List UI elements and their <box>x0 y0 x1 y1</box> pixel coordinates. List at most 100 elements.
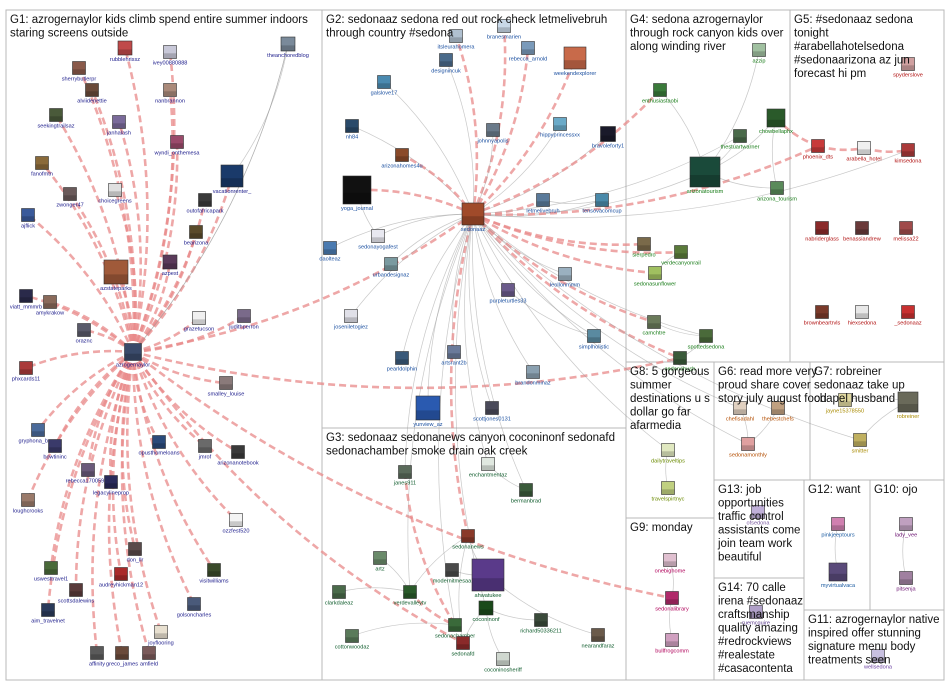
node-spottedsedona[interactable]: spottedsedona <box>688 329 726 351</box>
node-avatar-vacationrenter_[interactable] <box>220 164 244 188</box>
node-purpleturtles33[interactable]: purpleturtles33 <box>489 283 527 305</box>
node-avatar-ajflick[interactable] <box>21 208 35 222</box>
node-joseniletogiez[interactable]: joseniletogiez <box>333 309 368 331</box>
node-avatar-chefisadahl[interactable] <box>733 401 747 415</box>
node-avatar-bearizona[interactable] <box>189 225 203 239</box>
node-avatar-scottsdalewins[interactable] <box>69 583 83 597</box>
node-kimsedona[interactable]: kimsedona <box>894 143 922 165</box>
node-avatar-ozzfest520[interactable] <box>229 513 243 527</box>
node-avatar-tensovacomcup[interactable] <box>595 193 609 207</box>
node-avatar-fanofmtn[interactable] <box>35 156 49 170</box>
node-avatar-rubblehrissz[interactable] <box>117 40 133 56</box>
node-avatar-hippyprincessxx[interactable] <box>553 117 567 131</box>
node-avatar-ahwatukee[interactable] <box>471 558 505 592</box>
node-avatar-janhalash[interactable] <box>112 115 126 129</box>
node-avatar-thestuartwarner[interactable] <box>733 129 747 143</box>
node-avatar-phoenix_dts[interactable] <box>811 139 825 153</box>
node-arizona_tourism[interactable]: arizona_tourism <box>757 181 797 203</box>
node-ofsedona[interactable]: ofsedona <box>746 505 770 527</box>
node-avatar-jmrof[interactable] <box>198 439 212 453</box>
node-avatar-bermanbrad[interactable] <box>519 483 533 497</box>
node-avatar-arizonahomes4u[interactable] <box>395 148 409 162</box>
node-vacationrenter_[interactable]: vacationrenter_ <box>213 164 252 195</box>
node-arizonahomes4u[interactable]: arizonahomes4u <box>381 148 423 170</box>
node-azrogernaylor[interactable]: azrogernaylor <box>116 343 150 369</box>
node-avatar-oraznc[interactable] <box>77 323 91 337</box>
node-richard50336211[interactable]: richard50336211 <box>520 613 562 635</box>
node-avatar-ofsedona[interactable] <box>751 505 765 519</box>
node-sedonamonthly[interactable]: sedonamonthly <box>729 437 767 459</box>
node-weekendexplorer[interactable]: weekendexplorer <box>553 46 597 77</box>
node-avatar-wyndi_onthemesa[interactable] <box>170 135 184 149</box>
node-azstateparks[interactable]: azstateparks <box>100 259 132 292</box>
node-zwonger47[interactable]: zwonger47 <box>56 187 84 209</box>
node-ozzfest520[interactable]: ozzfest520 <box>222 513 250 535</box>
node-avatar-greco_james[interactable] <box>115 646 129 660</box>
node-avatar-arabella_hotel[interactable] <box>857 141 871 155</box>
node-avatar-affinity[interactable] <box>90 646 104 660</box>
node-avatar-theanchoredblog[interactable] <box>280 36 296 52</box>
node-avatar-bravoleforty1[interactable] <box>600 126 616 142</box>
node-daolteaz[interactable]: daolteaz <box>319 241 341 263</box>
node-smitter[interactable]: smitter <box>852 433 869 455</box>
node-avatar-don_llr[interactable] <box>128 542 142 556</box>
node-avatar-joyflooring[interactable] <box>154 625 168 639</box>
node-avatar-designincuk[interactable] <box>439 53 453 67</box>
node-ahwatukee[interactable]: ahwatukee <box>471 558 505 599</box>
node-avatar-gryphona_bene[interactable] <box>31 423 45 437</box>
node-scottsdalewins[interactable]: scottsdalewins <box>58 583 95 605</box>
node-grazetucson[interactable]: grazetucson <box>184 311 214 333</box>
node-avatar-smalley_louise[interactable] <box>219 376 233 390</box>
node-nanbrannon[interactable]: nanbrannon <box>155 83 185 105</box>
node-coconinosheriff[interactable]: coconinosheriff <box>484 652 522 674</box>
node-yoga_journal[interactable]: yoga_journal <box>341 175 373 212</box>
node-avatar-simplholistic[interactable] <box>587 329 601 343</box>
node-_sedonaaz[interactable]: _sedonaaz <box>893 305 922 327</box>
node-clarkdaleaz[interactable]: clarkdaleaz <box>325 585 353 607</box>
node-alviidenettie[interactable]: alviidenettie <box>77 83 107 105</box>
node-avatar-cottonwoodaz[interactable] <box>345 629 359 643</box>
node-avatar-verdecanyonrail[interactable] <box>674 245 688 259</box>
node-bermanbrad[interactable]: bermanbrad <box>511 483 541 505</box>
node-hippyprincessxx[interactable]: hippyprincessxx <box>540 117 580 139</box>
node-phxcards11[interactable]: phxcards11 <box>12 361 41 383</box>
node-ruemcguire[interactable]: ruemcguire <box>742 605 770 627</box>
node-amfield[interactable]: amfield <box>140 646 158 668</box>
node-avatar-viatt_m[interactable] <box>19 289 33 303</box>
node-uswesttravel1[interactable]: uswesttravel1 <box>34 561 68 583</box>
node-sherrybutlerpr[interactable]: sherrybutlerpr <box>62 61 97 83</box>
node-avatar-golsoncharles[interactable] <box>187 597 201 611</box>
node-avatar-robreiner[interactable] <box>897 391 919 413</box>
node-avatar-smitter[interactable] <box>853 433 867 447</box>
node-cottonwoodaz[interactable]: cottonwoodaz <box>335 629 370 651</box>
node-avatar-artz[interactable] <box>373 551 387 565</box>
node-phoenix_dts[interactable]: phoenix_dts <box>803 139 833 161</box>
node-sedonafd[interactable]: sedonafd <box>451 636 475 658</box>
node-outofafricapark[interactable]: outofafricapark <box>186 193 224 215</box>
node-avatar-alviidenettie[interactable] <box>85 83 99 97</box>
node-avatar-verdevalleytv[interactable] <box>403 585 417 599</box>
node-avatar-nearandfaraz[interactable] <box>591 628 605 642</box>
node-avatar-sedonahush[interactable] <box>673 351 687 365</box>
node-avatar-branesmarien[interactable] <box>497 19 511 33</box>
node-rebecca17005954[interactable]: rebecca17005954 <box>66 463 111 485</box>
node-lady_vee[interactable]: lady_vee <box>895 517 917 539</box>
node-avatar-onebighome[interactable] <box>663 553 677 567</box>
node-opusthomeloans[interactable]: opusthomeloans <box>138 435 180 457</box>
node-smalley_louise[interactable]: smalley_louise <box>208 376 245 398</box>
node-visitwilliams[interactable]: visitwilliams <box>199 563 229 585</box>
node-sedonasunflower[interactable]: sedonasunflower <box>634 266 676 288</box>
node-avatar-enthusiastaobi[interactable] <box>653 83 667 97</box>
node-avatar-azrogernaylor[interactable] <box>124 343 142 361</box>
node-loughcrooks[interactable]: loughcrooks <box>13 493 43 515</box>
node-pinkjeeptours[interactable]: pinkjeeptours <box>821 517 855 539</box>
node-wellsedona[interactable]: wellsedona <box>863 649 893 671</box>
node-avatar-azstateparks[interactable] <box>103 259 129 285</box>
node-avatar-sedonamonthly[interactable] <box>741 437 755 451</box>
node-avatar-pitsenja[interactable] <box>899 571 913 585</box>
node-avatar-judithperron[interactable] <box>237 309 251 323</box>
node-oraznc[interactable]: oraznc <box>76 323 93 345</box>
node-avatar-opusthomeloans[interactable] <box>152 435 166 449</box>
node-avatar-seekingtrailsaz[interactable] <box>49 108 63 122</box>
node-avatar-bowtininc[interactable] <box>48 439 62 453</box>
